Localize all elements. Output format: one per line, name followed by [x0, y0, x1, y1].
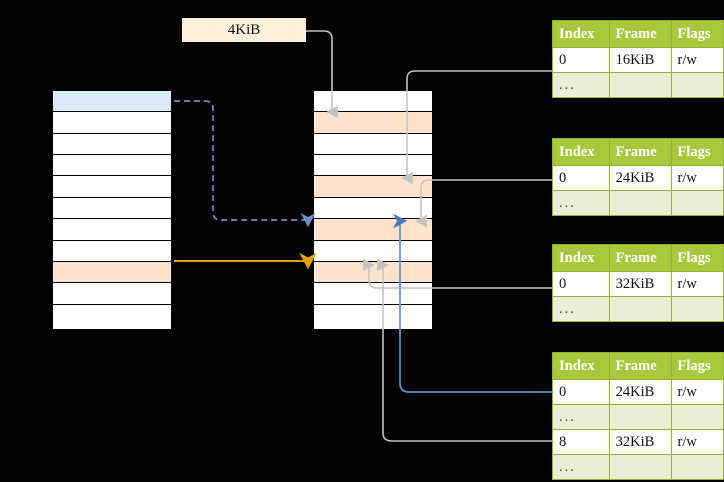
physical-cell-row-5 [314, 197, 432, 220]
cell-index: ... [552, 454, 610, 480]
highlighted-value: 0 [559, 383, 567, 400]
cell-index: ... [552, 404, 610, 430]
virtual-cell-row-8 [53, 261, 171, 284]
cell-frame: 16KiB [608, 47, 672, 73]
virtual-address-column [52, 90, 172, 330]
cell-frame: 24KiB [608, 165, 672, 191]
cell-flags [670, 454, 724, 480]
cell-index: ... [552, 72, 610, 98]
cell-frame [608, 404, 672, 430]
virtual-cell-row-2 [53, 133, 171, 156]
column-header-flags: Flags [670, 352, 724, 380]
table-ellipsis-row: ... [552, 404, 724, 430]
physical-cell-row-3 [314, 155, 432, 177]
wire-table2-to-physical [415, 179, 552, 228]
virtual-cell-row-7 [53, 240, 171, 262]
highlighted-value: r/w [677, 383, 697, 400]
table-row: 0 24KiB r/w [552, 379, 724, 405]
cell-index: 8 [552, 429, 610, 455]
virtual-cell-row-3 [53, 155, 171, 177]
column-header-index: Index [552, 20, 610, 48]
wire-virtual-to-physical-dashed [174, 100, 316, 228]
page-size-label-box: 4KiB [182, 18, 306, 42]
column-header-frame: Frame [608, 244, 672, 272]
column-header-index: Index [552, 352, 610, 380]
virtual-cell-row-5 [53, 197, 171, 220]
cell-index: 0 [552, 47, 610, 73]
table-ellipsis-row: ... [552, 296, 724, 322]
column-header-flags: Flags [670, 138, 724, 166]
column-header-frame: Frame [608, 20, 672, 48]
virtual-cell-row-9 [53, 283, 171, 305]
column-header-index: Index [552, 244, 610, 272]
physical-cell-row-2 [314, 133, 432, 156]
physical-cell-row-4 [314, 176, 432, 198]
cell-frame [608, 454, 672, 480]
table-ellipsis-row: ... [552, 72, 724, 98]
cell-flags: r/w [670, 271, 724, 297]
cell-frame [608, 296, 672, 322]
physical-cell-row-1 [314, 112, 432, 134]
cell-flags: r/w [670, 429, 724, 455]
physical-cell-row-10 [314, 304, 432, 326]
cell-frame [608, 190, 672, 216]
cell-index: ... [552, 190, 610, 216]
table-ellipsis-row: ... [552, 190, 724, 216]
column-header-index: Index [552, 138, 610, 166]
cell-flags: r/w [670, 47, 724, 73]
highlighted-value: 24KiB [615, 383, 655, 400]
cell-flags [670, 404, 724, 430]
physical-memory-column [313, 90, 433, 330]
table-ellipsis-row: ... [552, 454, 724, 480]
cell-frame [608, 72, 672, 98]
cell-flags: r/w [670, 379, 724, 405]
cell-flags [670, 72, 724, 98]
cell-frame: 32KiB [608, 429, 672, 455]
cell-flags [670, 190, 724, 216]
virtual-cell-row-6 [53, 219, 171, 241]
cell-flags: r/w [670, 165, 724, 191]
column-header-frame: Frame [608, 138, 672, 166]
physical-cell-row-0 [314, 91, 432, 113]
virtual-cell-row-4 [53, 176, 171, 198]
cell-frame: 32KiB [608, 271, 672, 297]
virtual-cell-row-1 [53, 112, 171, 134]
physical-cell-row-8 [314, 261, 432, 284]
physical-cell-row-9 [314, 283, 432, 305]
cell-index: 0 [552, 379, 610, 405]
column-header-frame: Frame [608, 352, 672, 380]
cell-frame: 24KiB [608, 379, 672, 405]
cell-index: 0 [552, 165, 610, 191]
column-header-flags: Flags [670, 20, 724, 48]
physical-cell-row-7 [314, 240, 432, 262]
cell-index: 0 [552, 271, 610, 297]
column-header-flags: Flags [670, 244, 724, 272]
cell-index: ... [552, 296, 610, 322]
cell-flags [670, 296, 724, 322]
physical-cell-row-6 [314, 219, 432, 241]
virtual-cell-row-0 [53, 91, 171, 113]
virtual-cell-row-10 [53, 304, 171, 326]
